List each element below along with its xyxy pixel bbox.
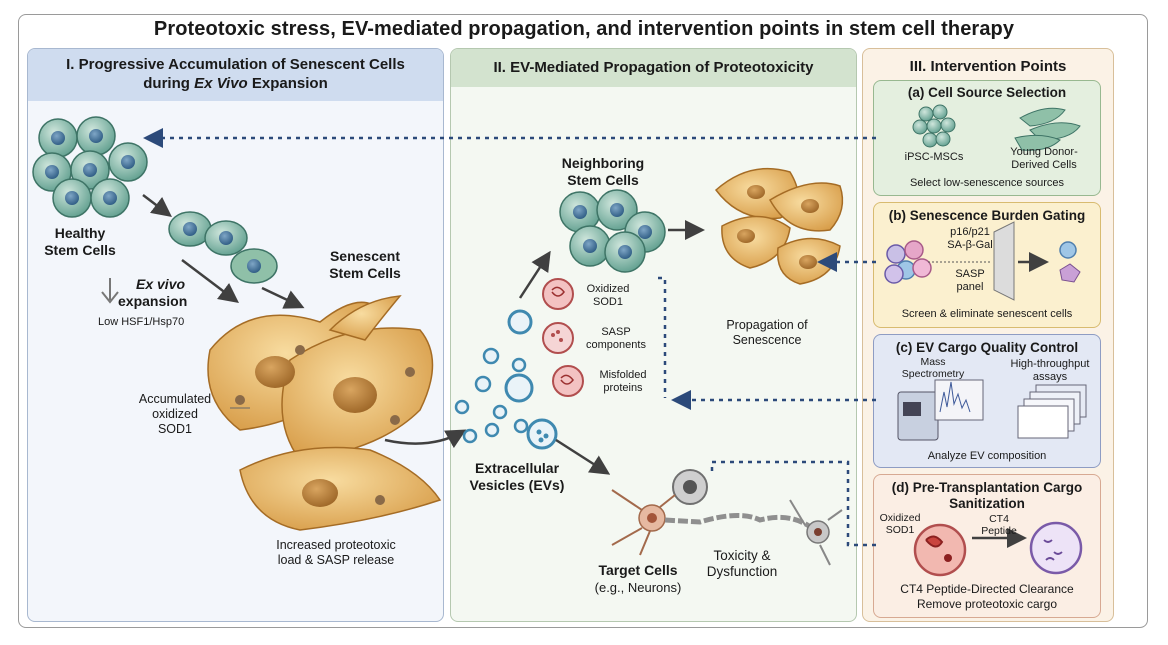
cell-gating-filter-icon [884,221,1081,301]
healthy-stem-cell-cluster [32,116,148,218]
sanitization-vesicle-icons [913,521,1083,577]
ex-vivo-expansion-label: Ex vivo expansion [118,276,188,309]
box-senescence-gating: (b) Senescence Burden Gating [873,202,1101,328]
toxicity-label: Toxicity &Dysfunction [706,548,778,579]
ipsc-msc-cluster-icon [912,104,956,148]
young-donor-cells-icon [1014,107,1081,151]
figure-title: Proteotoxic stress, EV-mediated propagat… [153,18,1015,40]
target-cells-label: Target Cells (e.g., Neurons) [594,562,682,595]
panel-accumulation-heading: I. Progressive Accumulation of Senescent… [28,49,443,101]
ev-cargo [542,278,584,397]
cell-source-caption: Select low-senescence sources [909,177,1065,189]
neighboring-stem-cells [559,189,666,273]
high-throughput-plates-icon [1017,384,1087,439]
ipsc-msc-label: iPSC-MSCs [904,151,964,163]
gating-caption: Screen & eliminate senescent cells [901,308,1073,320]
senescent-stem-cells [207,295,442,531]
extracellular-vesicles [454,309,558,450]
expanding-stem-cells [168,211,278,284]
mass-spectrometer-icon [897,379,984,441]
target-neuron [611,469,843,566]
gating-markers-label: p16/p21 SA-β-Gal [947,226,993,251]
panel-intervention-heading: III. Intervention Points [909,58,1067,75]
propagated-senescent-cells [714,167,844,285]
panel-ev-heading: II. EV-Mediated Propagation of Proteotox… [451,49,856,87]
box-cell-source: (a) Cell Source Selection [873,80,1101,196]
low-hsf1-label: Low HSF1/Hsp70 [98,316,185,328]
ev-qc-caption: Analyze EV composition [927,450,1047,462]
gating-sasp-label: SASP panel [955,268,985,293]
young-donor-label: Young Donor-Derived Cells [1010,146,1078,171]
